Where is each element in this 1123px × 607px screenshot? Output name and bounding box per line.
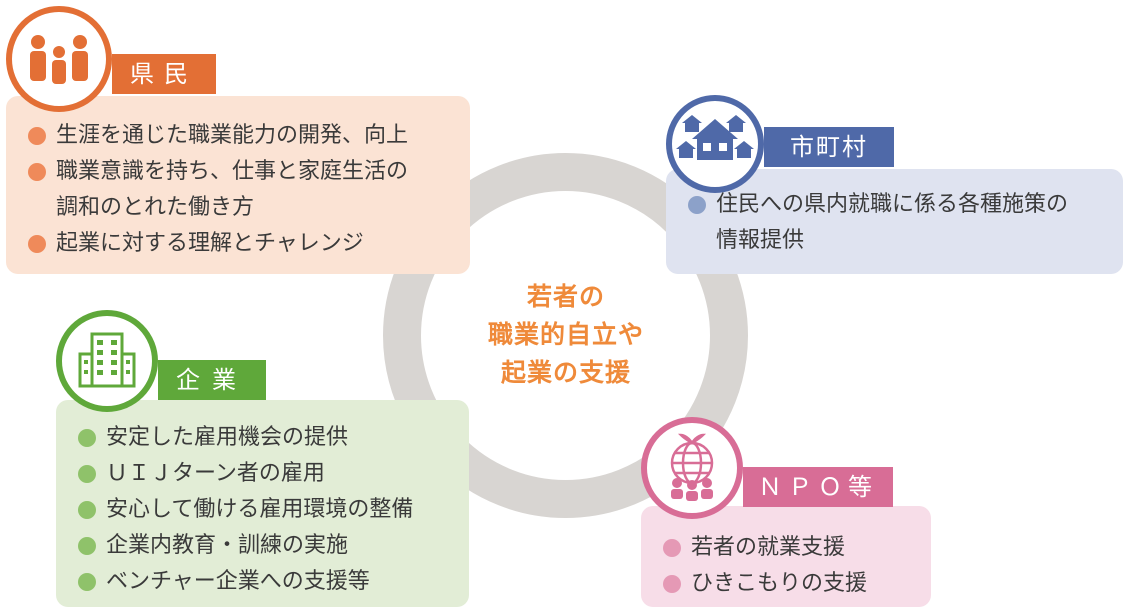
bullet-dot xyxy=(78,429,96,447)
npo-panel: 若者の就業支援 ひきこもりの支援 xyxy=(641,506,931,607)
item-text: 生涯を通じた職業能力の開発、向上 xyxy=(56,123,409,148)
bullet-dot xyxy=(28,163,46,181)
npo-badge xyxy=(641,417,743,519)
list-item: 職業意識を持ち、仕事と家庭生活の調和のとれた働き方 xyxy=(28,154,470,226)
npo-list: 若者の就業支援 ひきこもりの支援 xyxy=(663,530,931,602)
item-text: 住民への県内就職に係る各種施策の xyxy=(716,192,1069,217)
bullet-dot xyxy=(78,501,96,519)
item-text: 若者の就業支援 xyxy=(691,535,846,560)
residents-panel: 生涯を通じた職業能力の開発、向上 職業意識を持ち、仕事と家庭生活の調和のとれた働… xyxy=(6,96,470,274)
company-badge xyxy=(56,310,158,412)
list-item: ＵＩＪターン者の雇用 xyxy=(78,456,469,492)
company-panel: 安定した雇用機会の提供 ＵＩＪターン者の雇用 安心して働ける雇用環境の整備 企業… xyxy=(56,400,469,607)
bullet-dot xyxy=(28,127,46,145)
bullet-dot xyxy=(78,465,96,483)
bullet-dot xyxy=(78,537,96,555)
item-text: 安心して働ける雇用環境の整備 xyxy=(106,497,414,522)
center-title: 若者の 職業的自立や 起業の支援 xyxy=(446,278,686,392)
houses-icon xyxy=(676,115,754,160)
company-list: 安定した雇用機会の提供 ＵＩＪターン者の雇用 安心して働ける雇用環境の整備 企業… xyxy=(78,420,469,600)
list-item: 企業内教育・訓練の実施 xyxy=(78,528,469,564)
npo-tag: ＮＰＯ等 xyxy=(743,467,893,507)
bullet-dot xyxy=(663,575,681,593)
item-text: 職業意識を持ち、仕事と家庭生活の xyxy=(56,159,409,184)
item-text-continued: 情報提供 xyxy=(716,228,805,253)
municipality-panel: 住民への県内就職に係る各種施策の情報提供 xyxy=(666,169,1123,274)
municipality-badge xyxy=(666,95,764,193)
list-item: 起業に対する理解とチャレンジ xyxy=(28,226,470,262)
company-tag: 企業 xyxy=(158,360,266,400)
bullet-dot xyxy=(663,539,681,557)
list-item: 安定した雇用機会の提供 xyxy=(78,420,469,456)
item-text-continued: 調和のとれた働き方 xyxy=(56,195,255,220)
residents-badge xyxy=(6,6,112,112)
item-text: 安定した雇用機会の提供 xyxy=(106,425,349,450)
family-icon xyxy=(30,35,88,84)
list-item: 住民への県内就職に係る各種施策の情報提供 xyxy=(688,187,1123,259)
building-icon xyxy=(78,332,136,388)
item-text: ＵＩＪターン者の雇用 xyxy=(106,461,325,486)
bullet-dot xyxy=(28,235,46,253)
municipality-list: 住民への県内就職に係る各種施策の情報提供 xyxy=(688,187,1123,259)
list-item: 若者の就業支援 xyxy=(663,530,931,566)
bullet-dot xyxy=(688,196,706,214)
globe-people-icon xyxy=(670,433,714,501)
item-text: ひきこもりの支援 xyxy=(691,571,868,596)
bullet-dot xyxy=(78,573,96,591)
residents-tag: 県民 xyxy=(112,54,216,94)
residents-list: 生涯を通じた職業能力の開発、向上 職業意識を持ち、仕事と家庭生活の調和のとれた働… xyxy=(28,118,470,262)
center-line: 若者の xyxy=(526,282,605,311)
list-item: 生涯を通じた職業能力の開発、向上 xyxy=(28,118,470,154)
list-item: ベンチャー企業への支援等 xyxy=(78,564,469,600)
list-item: 安心して働ける雇用環境の整備 xyxy=(78,492,469,528)
municipality-tag: 市町村 xyxy=(764,127,894,167)
list-item: ひきこもりの支援 xyxy=(663,566,931,602)
center-line: 起業の支援 xyxy=(500,358,631,387)
item-text: 起業に対する理解とチャレンジ xyxy=(56,231,364,256)
item-text: 企業内教育・訓練の実施 xyxy=(106,533,349,558)
center-line: 職業的自立や xyxy=(487,320,644,349)
item-text: ベンチャー企業への支援等 xyxy=(106,569,370,594)
